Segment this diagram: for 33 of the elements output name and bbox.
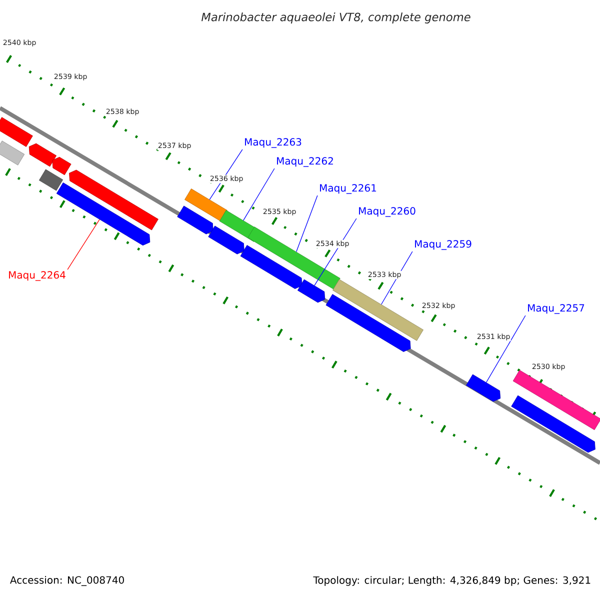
gene-feature (184, 188, 228, 222)
gene-feature (240, 245, 302, 289)
gene-feature (38, 169, 64, 191)
gene-label: Maqu_2259 (415, 240, 472, 250)
title: Marinobacter aquaeolei VT8, complete genome (201, 12, 470, 24)
gene-feature (297, 279, 326, 303)
gene-label: Maqu_2261 (320, 184, 376, 194)
leader-line (296, 195, 318, 252)
accession-text: Accession: NC_008740 (10, 576, 124, 586)
gene-feature (466, 374, 501, 402)
leader-line (209, 149, 243, 200)
gene-label: Maqu_2262 (277, 157, 333, 167)
leader-line (486, 315, 526, 383)
genome-info-text: Topology: circular; Length: 4,326,849 bp; Genes: 3,921 (313, 576, 590, 586)
gene-feature (326, 294, 411, 352)
gene-feature (332, 279, 424, 341)
gene-feature (0, 117, 33, 147)
leader-line (67, 219, 100, 270)
gene-feature (177, 206, 214, 234)
gene-feature (56, 182, 150, 246)
leader-line (314, 218, 357, 286)
gene-label: Maqu_2260 (359, 207, 416, 217)
gene-feature (28, 143, 57, 167)
leader-line (243, 168, 275, 221)
gene-feature (512, 370, 600, 430)
gene-label: Maqu_2263 (245, 138, 302, 148)
gene-feature (511, 395, 596, 453)
gene-label: Maqu_2264 (9, 271, 66, 281)
gene-feature (0, 140, 25, 166)
gene-feature (52, 156, 72, 176)
gene-feature (69, 170, 158, 230)
gene-feature (208, 226, 244, 254)
gene-label: Maqu_2257 (528, 304, 584, 314)
